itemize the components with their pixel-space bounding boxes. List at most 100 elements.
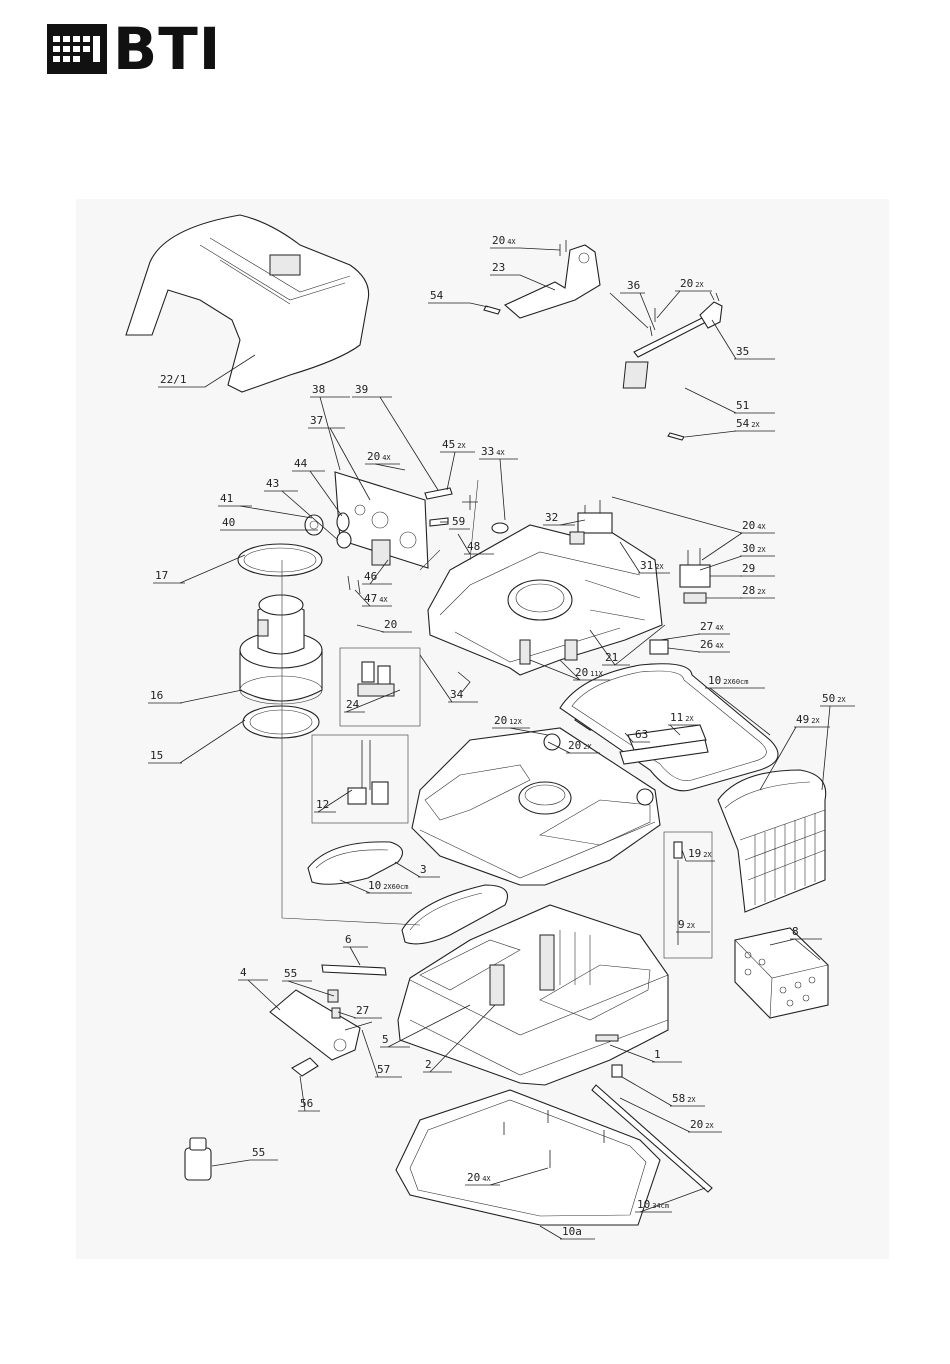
quantity-suffix: 2X [655,563,664,571]
part-number-label: 33 [481,445,494,458]
part-number-label: 36 [627,279,640,292]
quantity-suffix: 2X [685,715,694,723]
part-number-label: 47 [364,592,377,605]
part-number-label: 27 [356,1004,369,1017]
part-number-label: 20 [680,277,693,290]
quantity-suffix: 4X [496,449,505,457]
part-number-label: 56 [300,1097,313,1110]
part-number-label: 46 [364,570,377,583]
quantity-suffix: 2X [751,421,760,429]
part-number-label: 19 [688,847,701,860]
part-number-label: 49 [796,713,809,726]
quantity-suffix: 2X [687,922,696,930]
quantity-suffix: 2X [837,696,846,704]
part-number-label: 15 [150,749,163,762]
part-number-label: 51 [736,399,749,412]
part-number-label: 57 [377,1063,390,1076]
quantity-suffix: 2X [687,1096,696,1104]
quantity-suffix: 4X [379,596,388,604]
part-number-label: 16 [150,689,163,702]
part-number-label: 38 [312,383,325,396]
quantity-suffix: 2X [583,743,592,751]
seal-ring-top-part [238,544,322,576]
part-number-label: 3 [420,863,427,876]
quantity-suffix: 2X [757,588,766,596]
part-number-label: 4 [240,966,247,979]
part-number-label: 30 [742,542,755,555]
quantity-suffix: 2X [703,851,712,859]
part-number-label: 63 [635,728,648,741]
part-number-label: 54 [430,289,444,302]
part-number-label: 10 [368,879,381,892]
label-plate-part [623,362,648,388]
part-number-label: 20 [494,714,507,727]
part-number-label: 1 [654,1048,661,1061]
part-number-label: 5 [382,1033,389,1046]
bti-logo: BTI [47,24,221,74]
quantity-suffix: 11X [590,670,603,678]
part-number-label: 55 [284,967,297,980]
part-number-label: 44 [294,457,308,470]
part-number-label: 34 [450,688,464,701]
part-number-label: 35 [736,345,749,358]
part-number-label: 58 [672,1092,685,1105]
quantity-suffix: 4X [715,624,724,632]
washer-part [492,523,508,533]
part-number-label: 6 [345,933,352,946]
quantity-suffix: 2X [757,546,766,554]
part-number-label: 20 [575,666,588,679]
part-number-label: 12 [316,798,329,811]
bti-logo-mark [47,24,107,74]
part-number-label: 20 [367,450,380,463]
part-number-label: 20 [384,618,397,631]
quantity-suffix: 4X [382,454,391,462]
part-number-label: 9 [678,918,685,931]
part-number-label: 32 [545,511,558,524]
part-number-label: 48 [467,540,480,553]
part-number-label: 50 [822,692,835,705]
part-number-label: 26 [700,638,713,651]
part-number-label: 39 [355,383,368,396]
part-number-label: 24 [346,698,360,711]
quantity-suffix: 2X60cm [723,678,748,686]
part-number-label: 10 [708,674,721,687]
part-number-label: 20 [690,1118,703,1131]
part-number-label: 31 [640,559,653,572]
quantity-suffix: 12X [509,718,522,726]
part-number-label: 27 [700,620,713,633]
quantity-suffix: 34cm [652,1202,669,1210]
quantity-suffix: 2X60cm [383,883,408,891]
part-number-label: 22/1 [160,373,187,386]
part-number-label: 10a [562,1225,582,1238]
part-number-label: 2 [425,1058,432,1071]
quantity-suffix: 2X [457,442,466,450]
foot-part [650,640,668,654]
part-number-label: 21 [605,651,618,664]
part-number-label: 20 [467,1171,480,1184]
quantity-suffix: 4X [757,523,766,531]
part-number-label: 59 [452,515,465,528]
exploded-parts-diagram: 22/1204X235436202X3551542X383937204X452X… [75,198,890,1260]
part-number-label: 55 [252,1146,265,1159]
quantity-suffix: 4X [507,238,516,246]
part-number-label: 8 [792,925,799,938]
quantity-suffix: 4X [715,642,724,650]
part-number-label: 29 [742,562,755,575]
part-number-label: 54 [736,417,750,430]
part-number-label: 11 [670,711,683,724]
quantity-suffix: 4X [482,1175,491,1183]
quantity-suffix: 2X [705,1122,714,1130]
quantity-suffix: 2X [695,281,704,289]
part-number-label: 20 [492,234,505,247]
part-number-label: 10 [637,1198,650,1211]
part-number-label: 23 [492,261,505,274]
part-number-label: 37 [310,414,323,427]
part-number-label: 20 [742,519,755,532]
part-number-label: 45 [442,438,455,451]
part-number-label: 17 [155,569,168,582]
part-number-label: 40 [222,516,235,529]
clip-58-part [612,1065,622,1077]
quantity-suffix: 2X [811,717,820,725]
part-number-label: 43 [266,477,279,490]
logo-text: BTI [113,24,221,74]
